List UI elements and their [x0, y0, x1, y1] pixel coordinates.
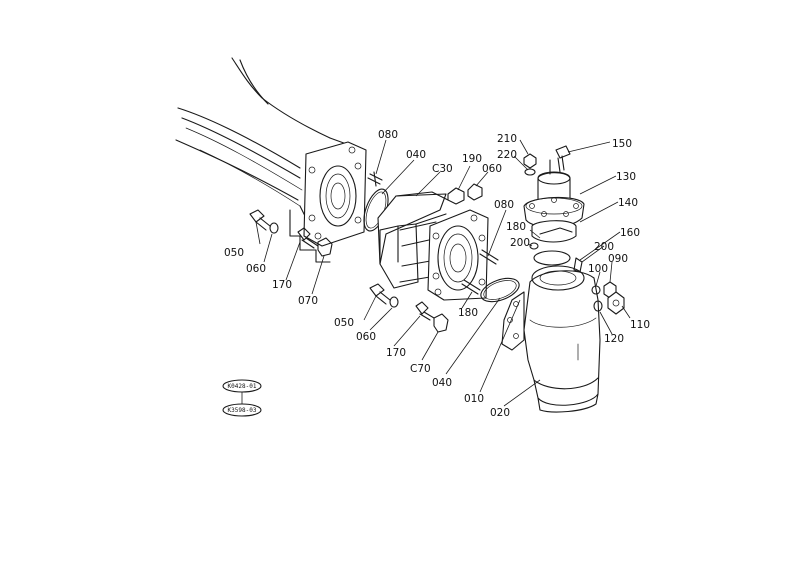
stud-180-lower	[461, 279, 481, 295]
label-130: 130	[616, 171, 636, 183]
washer-060-top	[467, 183, 483, 201]
label-070-upper: 070	[298, 295, 318, 307]
o-ring-040-lower	[480, 277, 520, 303]
bolt-050-upper	[249, 209, 271, 231]
cap-bushing	[531, 220, 577, 243]
label-140: 140	[618, 197, 638, 209]
label-080-upper: 080	[378, 129, 398, 141]
bolt-150	[555, 145, 571, 173]
tag-oval-bottom	[222, 403, 262, 417]
label-060-top: 060	[482, 163, 502, 175]
flange-plate-140	[523, 196, 585, 228]
label-080-lower: 080	[494, 199, 514, 211]
bolt-050-lower	[369, 283, 391, 305]
tag-bottom-text: K3598-03	[228, 407, 257, 414]
part-labels: 080 040 C30 190 060 210 220 150 130 140 …	[224, 129, 650, 419]
label-040-upper: 040	[406, 149, 426, 161]
stud-170-upper	[297, 227, 319, 249]
label-060-upper: 060	[246, 263, 266, 275]
tag-top-text: K0428-01	[228, 383, 257, 390]
nut-190	[447, 187, 465, 205]
label-180-upper: 180	[506, 221, 526, 233]
stud-080-left	[367, 171, 383, 187]
label-180-lower: 180	[458, 307, 478, 319]
label-050-upper: 050	[224, 247, 244, 259]
label-100: 100	[588, 263, 608, 275]
label-050-lower: 050	[334, 317, 354, 329]
stud-080-lower	[479, 249, 499, 265]
leader-lines	[241, 139, 631, 407]
reference-tags: K0428-01 K3598-03	[222, 379, 262, 417]
label-200-right: 200	[594, 241, 614, 253]
label-070-lower: C70	[410, 363, 431, 375]
washer-060-upper	[269, 222, 279, 234]
gasket-010	[501, 291, 525, 351]
o-ring-160	[533, 250, 571, 266]
label-030: C30	[432, 163, 453, 175]
tag-oval-top	[222, 379, 262, 393]
label-160: 160	[620, 227, 640, 239]
axle-housing	[175, 57, 367, 263]
king-pin-130	[537, 159, 571, 201]
plug-110	[607, 291, 625, 315]
washer-220	[524, 168, 536, 176]
label-170-lower: 170	[386, 347, 406, 359]
label-200-left: 200	[510, 237, 530, 249]
label-210: 210	[497, 133, 517, 145]
spacer-housing-030	[377, 191, 489, 301]
nut-210	[523, 153, 537, 169]
steering-case-020	[523, 265, 601, 413]
nut-070-upper	[317, 237, 333, 257]
bolt-200-right	[573, 257, 583, 273]
label-020: 020	[490, 407, 510, 419]
label-190: 190	[462, 153, 482, 165]
label-110: 110	[630, 319, 650, 331]
washer-060-lower	[389, 296, 399, 308]
label-090: 090	[608, 253, 628, 265]
label-010: 010	[464, 393, 484, 405]
label-120: 120	[604, 333, 624, 345]
washer-120	[593, 300, 603, 312]
washer-200-left	[529, 242, 539, 250]
label-040-lower: 040	[432, 377, 452, 389]
stud-170-lower	[415, 301, 435, 321]
label-150: 150	[612, 138, 632, 150]
label-060-lower: 060	[356, 331, 376, 343]
label-170-upper: 170	[272, 279, 292, 291]
label-220: 220	[497, 149, 517, 161]
nut-070-lower	[433, 313, 449, 333]
